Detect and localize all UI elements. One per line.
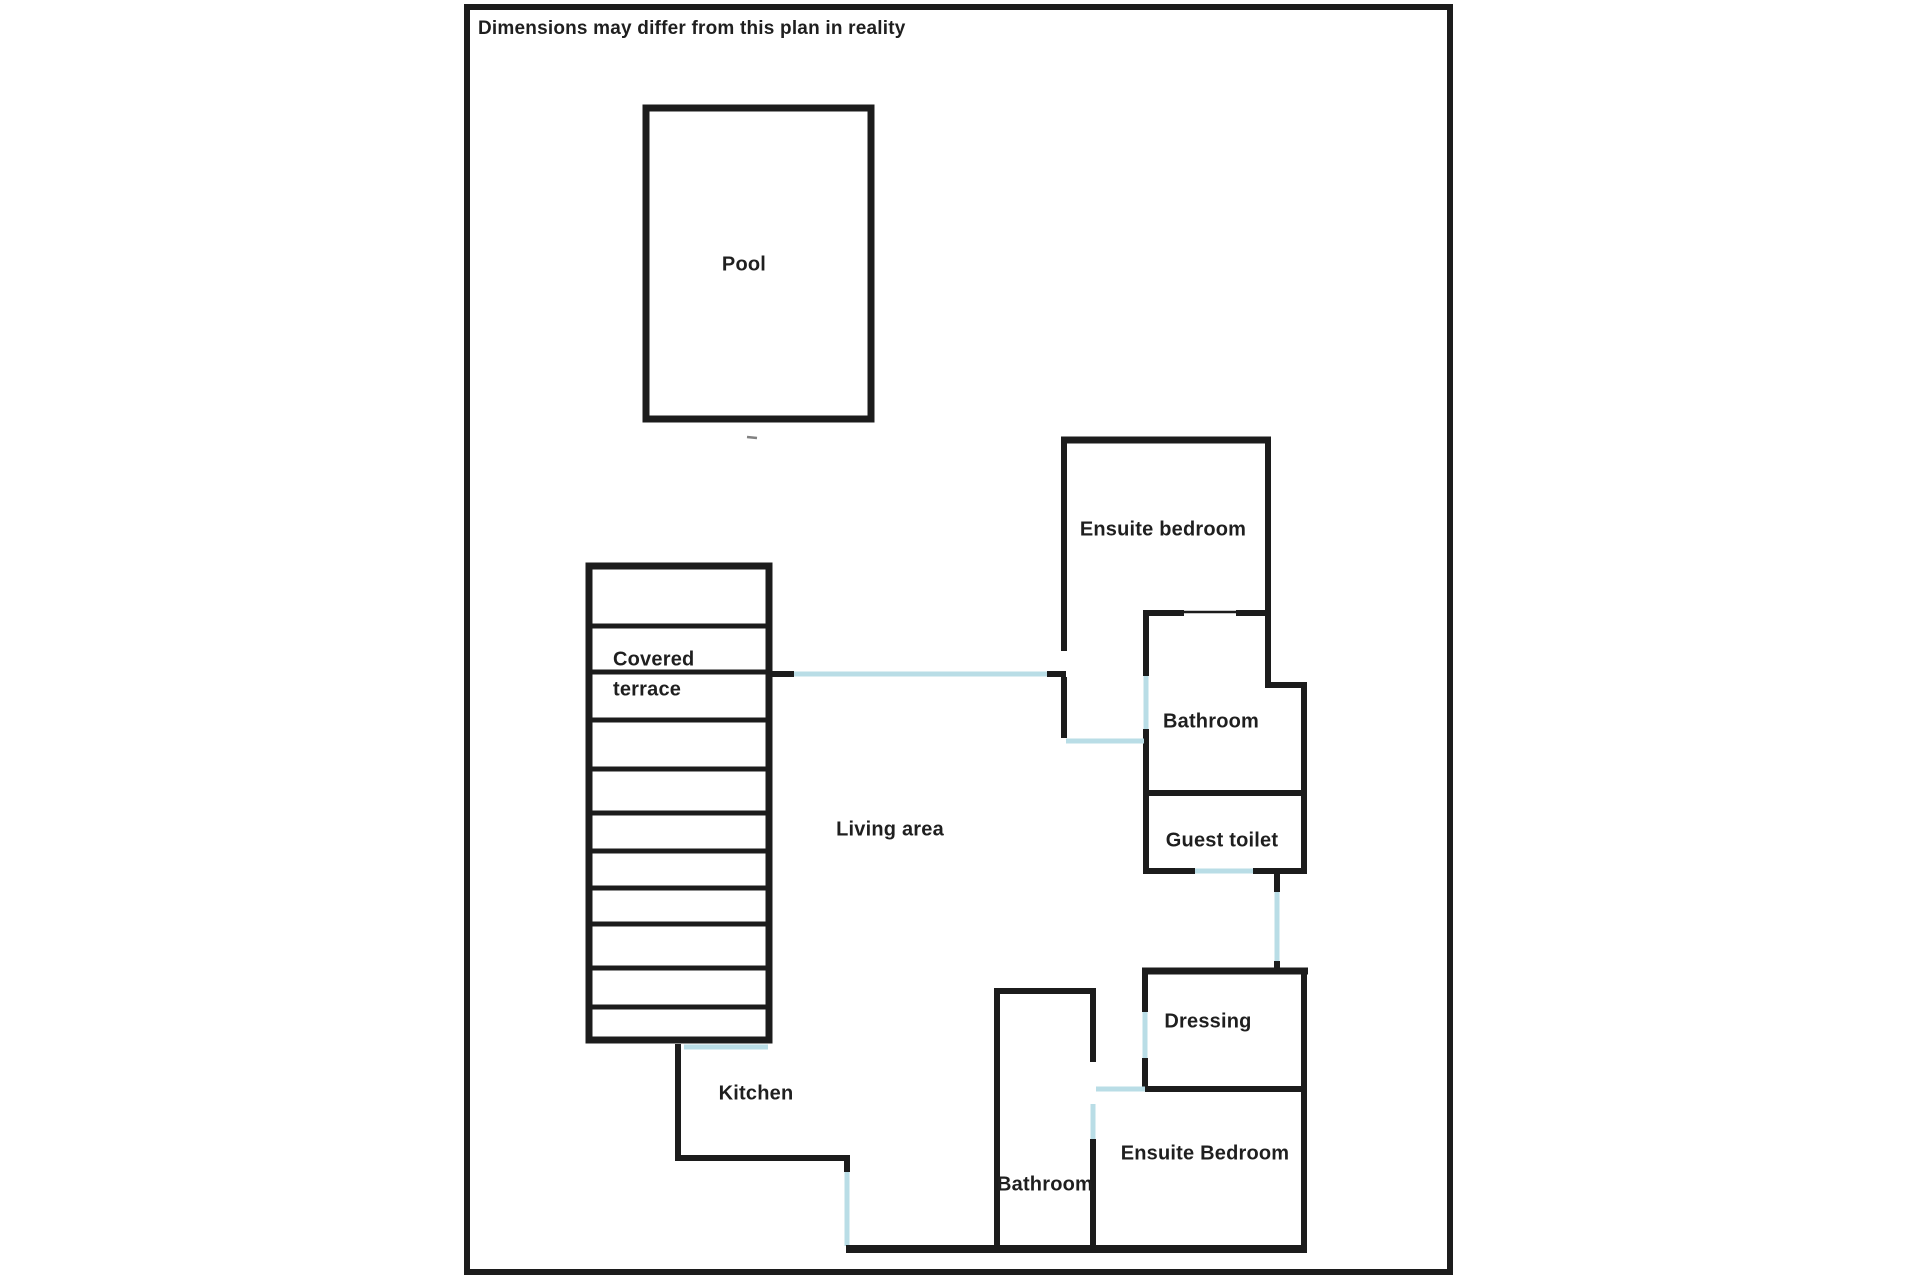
room-label-living-area: Living area (836, 818, 944, 841)
room-label-dressing: Dressing (1164, 1010, 1252, 1033)
pool-outline (642, 104, 875, 423)
disclaimer-text: Dimensions may differ from this plan in … (478, 18, 906, 39)
room-label-pool: Pool (721, 253, 767, 276)
room-label-covered-terrace-line1: Covered (613, 648, 695, 671)
room-label-kitchen: Kitchen (718, 1082, 794, 1105)
plan-outer-border (464, 4, 1453, 1275)
room-label-ensuite-bedroom-top: Ensuite bedroom (1079, 518, 1247, 541)
pool-small-mark (746, 435, 758, 440)
room-label-ensuite-bedroom-bottom: Ensuite Bedroom (1120, 1142, 1290, 1165)
terrace-slats (589, 623, 769, 1010)
room-label-bathroom-top: Bathroom (1162, 710, 1260, 733)
room-label-covered-terrace-line2: terrace (613, 678, 682, 701)
terrace-outline (585, 562, 773, 1044)
room-label-bathroom-bottom: Bathroom (996, 1173, 1094, 1196)
room-label-guest-toilet: Guest toilet (1165, 829, 1279, 852)
